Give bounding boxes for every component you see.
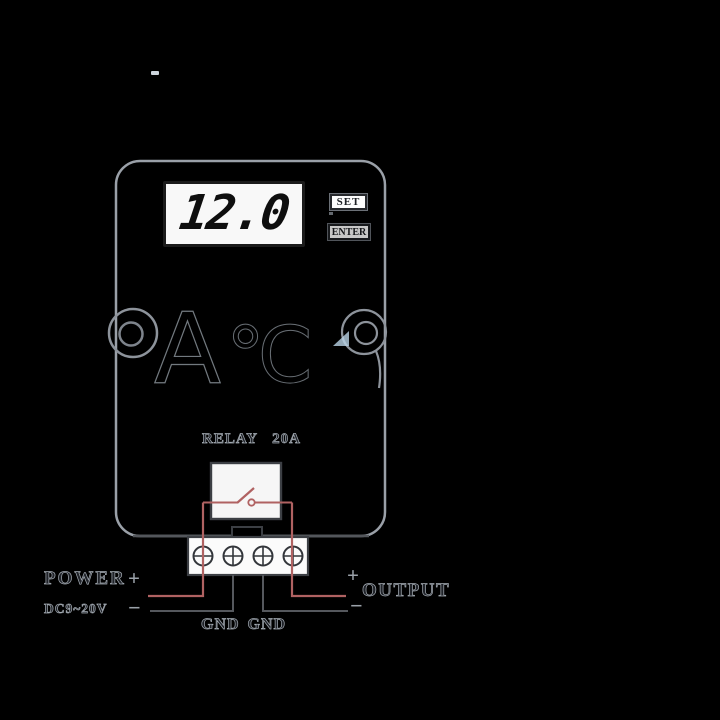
enter-button[interactable]: ENTER: [328, 224, 370, 240]
power-minus-sign: −: [128, 595, 141, 620]
relay-word: RELAY: [202, 431, 259, 448]
set-button[interactable]: SET: [330, 194, 367, 210]
relay-amps: 20A: [272, 431, 301, 448]
live-wires: [148, 502, 346, 598]
lcd-value: 12.0: [176, 185, 292, 241]
live-wire-power: [148, 502, 205, 598]
relay-rating-label: RELAY 20A: [202, 431, 301, 448]
relay-box: [209, 461, 283, 521]
power-plus-sign: +: [128, 566, 140, 590]
ground-label: GND GND: [201, 616, 287, 634]
screw-terminal-icons: [192, 545, 304, 567]
relay-switch-symbol-icon: [203, 487, 292, 507]
ground-wires: [150, 575, 348, 612]
power-label: POWER: [44, 568, 126, 590]
output-label: OUTPUT: [362, 580, 451, 602]
screw-terminal-3-icon: [252, 545, 274, 567]
ground-wire-output: [262, 575, 348, 612]
ground-wire-power: [150, 575, 234, 612]
watermark-celsius-icon: ℃: [226, 311, 315, 401]
power-voltage-label: DC9~20V: [44, 601, 108, 617]
stray-mark-artifact: [151, 71, 159, 75]
set-button-shadow-artifact: [329, 212, 333, 215]
mounting-hole-left-icon: [107, 307, 159, 359]
output-plus-sign: +: [347, 563, 359, 587]
screw-terminal-2-icon: [222, 545, 244, 567]
mounting-hole-right-icon: [340, 308, 388, 389]
output-minus-sign: −: [350, 593, 363, 618]
watermark-letter: A: [153, 293, 222, 407]
lcd-display: 12.0: [163, 181, 305, 247]
live-wire-output: [290, 502, 346, 598]
cursor-arrow-artifact-icon: [333, 331, 349, 346]
